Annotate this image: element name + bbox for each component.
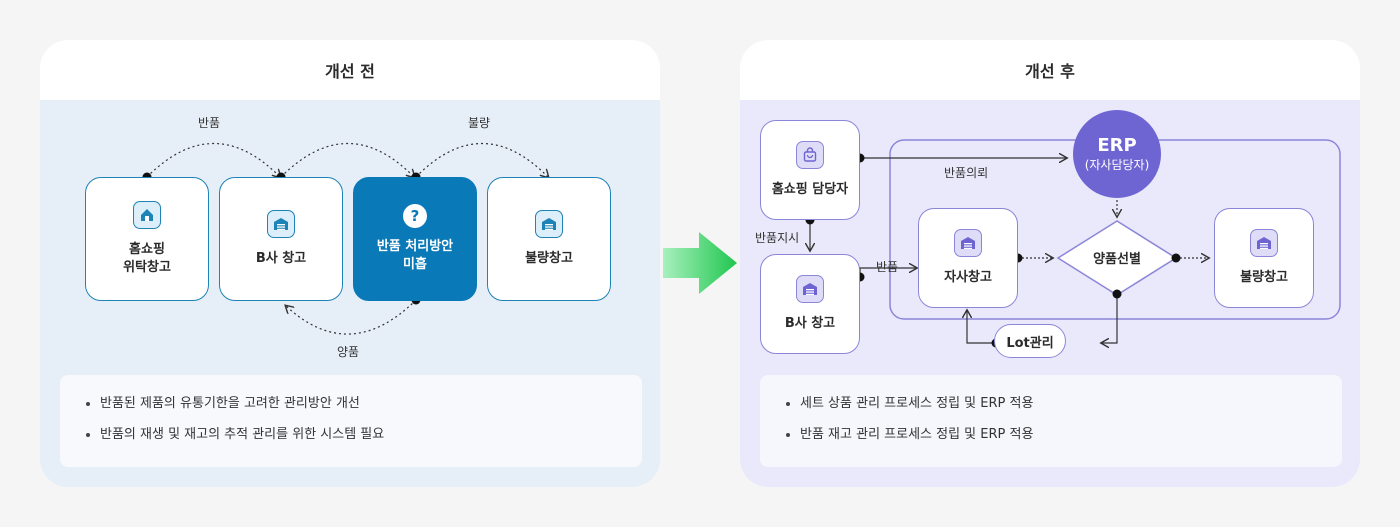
after-panel: 개선 후 반품의뢰 반품지시 반품 [740, 40, 1360, 487]
warehouse-icon [954, 229, 982, 257]
edge-label-return: 반품 [876, 260, 899, 274]
warehouse-icon [796, 275, 824, 303]
edge-label-return: 반품 [198, 116, 221, 130]
edge-label-return-request: 반품의뢰 [944, 166, 989, 180]
defect-warehouse-node: 불량창고 [487, 177, 611, 301]
homeshopping-manager-label: 홈쇼핑 담당자 [771, 182, 849, 197]
before-notes: 반품된 제품의 유통기한을 고려한 관리방안 개선 반품의 재생 및 재고의 추… [60, 375, 642, 467]
no-plan-label: 반품 처리방안 미흡 [376, 239, 454, 272]
own-warehouse-label: 자사창고 [944, 270, 992, 285]
warehouse-icon [267, 210, 295, 238]
shopping-bag-icon [796, 141, 824, 169]
after-connectors [740, 139, 1341, 487]
erp-title: ERP [1097, 135, 1137, 156]
homeshopping-manager-node: 홈쇼핑 담당자 [760, 120, 860, 220]
defect-warehouse-label: 불량창고 [525, 251, 573, 266]
defect-warehouse-node: 불량창고 [1214, 208, 1314, 308]
before-title: 개선 전 [40, 40, 660, 100]
b-warehouse-node: B사 창고 [760, 254, 860, 354]
b-warehouse-label: B사 창고 [255, 251, 307, 266]
warehouse-icon [1250, 229, 1278, 257]
edge-label-defect: 불량 [468, 116, 491, 130]
question-icon: ? [403, 204, 427, 228]
b-warehouse-node: B사 창고 [219, 177, 343, 301]
no-plan-node: ? 반품 처리방안 미흡 [353, 177, 477, 301]
edge-return-2 [280, 142, 414, 178]
before-panel: 개선 전 반품 불량 양품 홈쇼핑 위탁창고 B사 창고 ? 반품 처리방안 미… [40, 40, 660, 487]
sorting-label: 양품선별 [1093, 252, 1141, 267]
own-warehouse-node: 자사창고 [918, 208, 1018, 308]
homeshopping-warehouse-node: 홈쇼핑 위탁창고 [85, 177, 209, 301]
note-item: 반품된 제품의 유통기한을 고려한 관리방안 개선 [86, 393, 642, 424]
note-item: 반품의 재생 및 재고의 추적 관리를 위한 시스템 필요 [86, 424, 642, 455]
after-title: 개선 후 [740, 40, 1360, 100]
edge-good [286, 299, 417, 335]
note-item: 반품 재고 관리 프로세스 정립 및 ERP 적용 [786, 424, 1342, 455]
homeshopping-label: 홈쇼핑 위탁창고 [123, 242, 171, 275]
warehouse-icon [535, 210, 563, 238]
arrow-right-icon [663, 232, 737, 294]
edge-label-good: 양품 [337, 345, 360, 359]
defect-warehouse-label: 불량창고 [1240, 270, 1288, 285]
house-icon [133, 201, 161, 229]
lot-management-node: Lot관리 [994, 324, 1066, 358]
erp-subtitle: (자사담당자) [1084, 158, 1150, 172]
note-item: 세트 상품 관리 프로세스 정립 및 ERP 적용 [786, 393, 1342, 424]
after-notes: 세트 상품 관리 프로세스 정립 및 ERP 적용 반품 재고 관리 프로세스 … [760, 375, 1342, 467]
erp-node: ERP (자사담당자) [1073, 110, 1161, 198]
edge-return-1 [146, 142, 280, 178]
b-warehouse-label: B사 창고 [784, 316, 836, 331]
edge-defect [415, 142, 548, 178]
edge-label-return-instruction: 반품지시 [755, 231, 800, 245]
